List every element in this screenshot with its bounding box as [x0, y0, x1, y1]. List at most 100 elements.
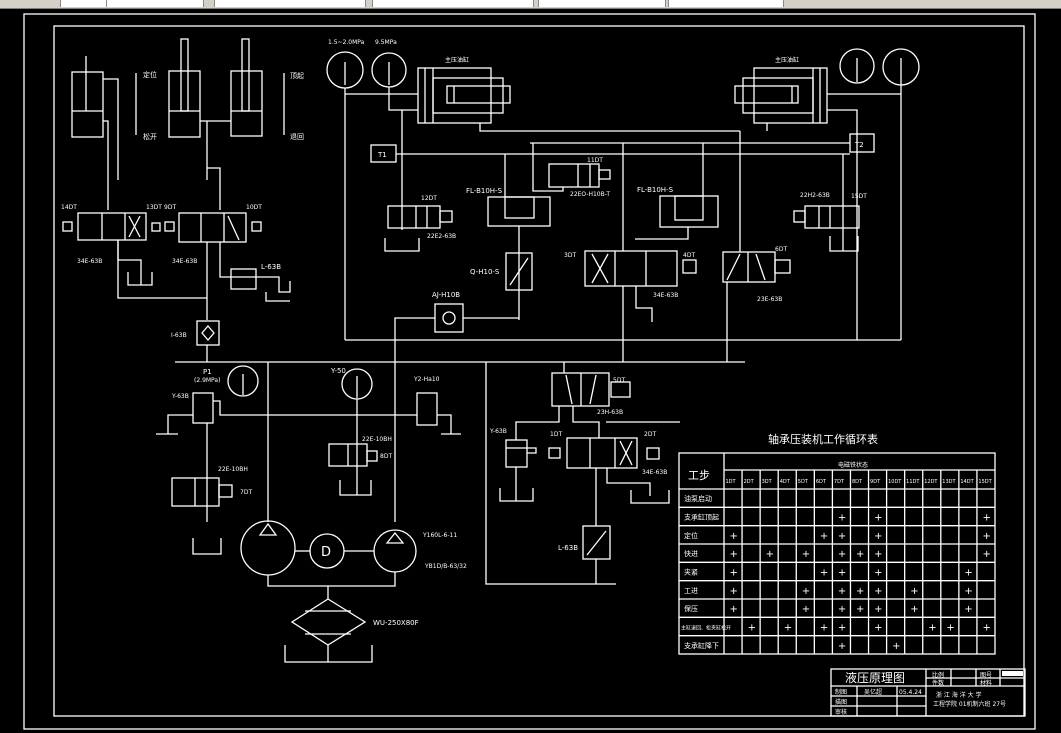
- cell-mark-5dt: +: [802, 549, 810, 560]
- column-header-13dt: 13DT: [942, 479, 956, 485]
- support-cylinder-a: [168, 38, 201, 138]
- label-22e-10bh-b: 22E-10BH: [218, 466, 248, 473]
- cell-mark-9dt: +: [874, 568, 882, 579]
- label-10dt: 10DT: [246, 204, 262, 211]
- valve-34e-c: [584, 250, 697, 287]
- pressure-gauge: [839, 48, 875, 84]
- label-gauge-2: 9.5MPa: [375, 39, 397, 46]
- label-release: 松开: [143, 132, 157, 141]
- cell-mark-12dt: +: [928, 623, 936, 634]
- cell-mark-13dt: +: [946, 623, 954, 634]
- valve-23h-63b: [551, 372, 631, 407]
- pump-left: [240, 520, 296, 576]
- label-14dt: 14DT: [61, 204, 77, 211]
- label-34e-c: 34E-63B: [653, 292, 678, 299]
- cell-mark-4dt: +: [784, 623, 792, 634]
- valve-23e-63b: [722, 251, 791, 283]
- label-motor: D: [321, 545, 331, 560]
- column-header-9dt: 9DT: [870, 479, 881, 485]
- cell-mark-11dt: +: [910, 586, 918, 597]
- label-t1: T1: [377, 151, 387, 159]
- cell-mark-6dt: +: [820, 568, 828, 579]
- column-header-8dt: 8DT: [852, 479, 863, 485]
- label-locate: 定位: [143, 70, 157, 79]
- row-step-label: 油泵启动: [684, 494, 712, 503]
- cell-mark-5dt: +: [802, 586, 810, 597]
- toolbar-field[interactable]: [60, 0, 107, 7]
- row-step-label: 支承缸降下: [684, 641, 719, 650]
- label-drawn: 制图: [835, 688, 847, 696]
- cell-mark-14dt: +: [964, 568, 972, 579]
- toolbar-field[interactable]: [214, 0, 366, 7]
- label-4dt: 4DT: [683, 252, 695, 259]
- label-y160l: Y160L-6-11: [422, 532, 457, 539]
- cell-mark-1dt: +: [730, 604, 738, 615]
- label-9dt: 9DT: [164, 204, 176, 211]
- positioning-cylinder: [71, 56, 119, 210]
- flow-valve-fl-right: [659, 195, 719, 228]
- cell-mark-7dt: +: [838, 586, 846, 597]
- column-header-15dt: 15DT: [978, 479, 992, 485]
- cell-mark-1dt: +: [730, 531, 738, 542]
- label-y63b: Y-63B: [171, 393, 189, 400]
- filter-wu-250x80f: [290, 598, 367, 646]
- school-name: 浙 江 海 洋 大 学: [936, 691, 982, 699]
- cell-mark-7dt: +: [838, 513, 846, 524]
- label-22eo: 22EO-H10B-T: [570, 191, 610, 198]
- label-t2: T2: [854, 141, 864, 149]
- row-step-label: 快进: [684, 549, 698, 558]
- label-scale: 比例: [932, 671, 944, 679]
- pressure-gauge-p1: [227, 365, 259, 397]
- column-header-14dt: 14DT: [960, 479, 974, 485]
- row-step-label: 定位: [684, 531, 698, 540]
- row-step-label: 主缸退回、松夹缸松开: [681, 625, 731, 632]
- column-header-3dt: 3DT: [762, 479, 773, 485]
- label-13dt: 13DT: [146, 204, 162, 211]
- label-gauge-1: 1.5~2.0MPa: [328, 39, 365, 46]
- row-step-label: 工进: [684, 587, 698, 595]
- toolbar-field[interactable]: [668, 0, 784, 7]
- label-l63b-b: L-63B: [558, 544, 578, 552]
- cell-mark-15dt: +: [982, 549, 990, 560]
- cell-mark-7dt: +: [838, 531, 846, 542]
- check-valve-aj-h10b: [434, 303, 464, 333]
- label-filter: WU-250X80F: [373, 619, 419, 627]
- label-12dt: 12DT: [421, 195, 437, 202]
- cell-mark-7dt: +: [838, 641, 846, 652]
- cell-mark-14dt: +: [964, 586, 972, 597]
- cell-mark-9dt: +: [874, 513, 882, 524]
- cell-mark-6dt: +: [820, 623, 828, 634]
- title-block: 液压原理图 比例 件数 图号 材料 制图 吴亿超 05.4.24 描图 审核 浙…: [830, 668, 1026, 717]
- cell-mark-1dt: +: [730, 586, 738, 597]
- cell-mark-7dt: +: [838, 568, 846, 579]
- cell-mark-7dt: +: [838, 549, 846, 560]
- toolbar-field[interactable]: [106, 0, 204, 7]
- label-qty: 件数: [932, 679, 944, 687]
- label-fl-left: FL-B10H-S: [466, 187, 503, 195]
- drawn-date: 05.4.24: [899, 689, 922, 696]
- column-header-5dt: 5DT: [798, 479, 809, 485]
- label-15dt: 15DT: [851, 193, 867, 200]
- cell-mark-11dt: +: [910, 604, 918, 615]
- speed-valve-q-h10s: [505, 252, 533, 291]
- cad-drawing-canvas[interactable]: 定位 松开 顶起 退回 14DT 13DT 34E-63B 9DT 10DT: [0, 9, 1061, 733]
- toolbar-field[interactable]: [372, 0, 534, 7]
- column-header-1dt: 1DT: [726, 479, 737, 485]
- row-step-label: 支承缸顶起: [684, 513, 719, 522]
- cell-mark-1dt: +: [730, 549, 738, 560]
- relief-valve-y63b: [192, 392, 214, 424]
- press-cylinder-left: [417, 67, 511, 124]
- label-yb1d: YB1D/B-63/32: [424, 563, 467, 570]
- valve-22h2-63b: [793, 205, 860, 229]
- toolbar-field[interactable]: [538, 0, 666, 7]
- group-header: 电磁铁状态: [838, 461, 868, 469]
- column-header-11dt: 11DT: [906, 479, 920, 485]
- pump-right: [373, 529, 417, 573]
- label-23h: 23H-63B: [597, 409, 623, 416]
- table-title: 轴承压装机工作循环表: [768, 432, 878, 446]
- label-22e2: 22E2-63B: [427, 233, 456, 240]
- label-34e-d: 34E-63B: [642, 469, 667, 476]
- inner-frame: [53, 25, 1025, 717]
- label-y50: Y-50: [330, 367, 346, 375]
